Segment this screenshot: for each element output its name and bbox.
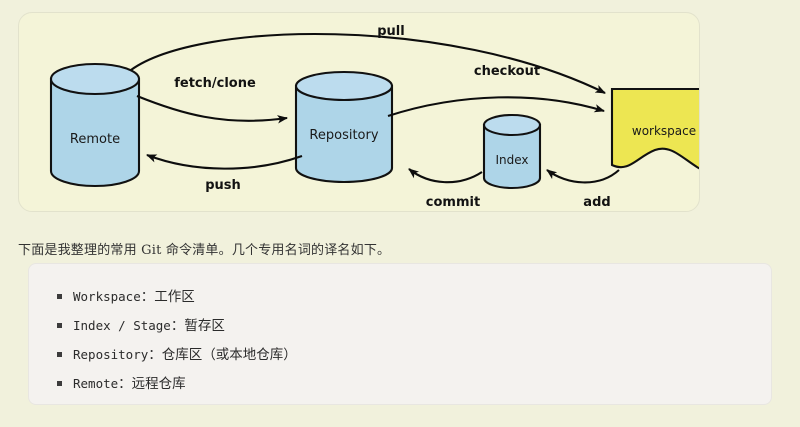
edge-checkout-label: checkout (474, 64, 540, 79)
list-item: Repository：仓库区（或本地仓库） (57, 340, 771, 369)
edge-add: add (546, 169, 620, 210)
edge-checkout: checkout (387, 64, 605, 117)
glossary-term: Index / Stage (73, 318, 171, 333)
glossary-term: Repository (73, 347, 149, 362)
node-workspace-label: workspace (632, 124, 696, 138)
glossary-meaning: 工作区 (154, 289, 195, 305)
glossary-meaning: 暂存区 (184, 318, 225, 334)
list-item: Index / Stage：暂存区 (57, 311, 771, 340)
edge-fetch-clone-label: fetch/clone (174, 76, 256, 91)
glossary-separator: ： (140, 289, 155, 305)
node-repository: Repository (294, 70, 394, 184)
glossary-term: Workspace (73, 289, 141, 304)
glossary-separator: ： (148, 347, 162, 363)
node-index-label: Index (495, 153, 528, 167)
glossary-meaning: 仓库区（或本地仓库） (161, 347, 297, 363)
node-repository-label: Repository (309, 128, 378, 143)
edge-commit: commit (408, 168, 483, 210)
node-remote: Remote (49, 62, 141, 188)
node-index: Index (482, 113, 542, 190)
glossary-separator: ： (170, 318, 185, 334)
intro-paragraph: 下面是我整理的常用 Git 命令清单。几个专用名词的译名如下。 (18, 243, 391, 258)
git-flow-diagram: Remote Repository Index workspace pull f… (49, 24, 699, 210)
edge-push-label: push (205, 178, 241, 193)
edge-commit-label: commit (426, 195, 480, 210)
node-remote-label: Remote (70, 132, 120, 147)
glossary-separator: ： (118, 376, 132, 392)
glossary-meaning: 远程仓库 (131, 376, 186, 392)
git-diagram-panel: Remote Repository Index workspace pull f… (18, 12, 700, 212)
edge-add-label: add (583, 195, 610, 210)
glossary-term: Remote (73, 376, 119, 391)
edge-pull: pull (130, 24, 606, 94)
glossary-list: Workspace：工作区 Index / Stage：暂存区 Reposito… (29, 264, 771, 398)
list-item: Remote：远程仓库 (57, 369, 771, 398)
edge-fetch-clone: fetch/clone (136, 76, 288, 124)
edge-pull-label: pull (377, 24, 404, 39)
edge-push: push (146, 154, 303, 193)
glossary-box: Workspace：工作区 Index / Stage：暂存区 Reposito… (28, 263, 772, 405)
node-workspace: workspace (610, 87, 699, 170)
list-item: Workspace：工作区 (57, 282, 771, 311)
